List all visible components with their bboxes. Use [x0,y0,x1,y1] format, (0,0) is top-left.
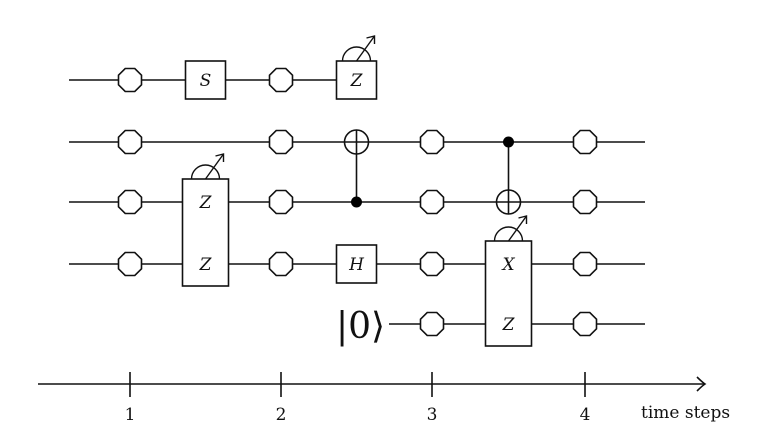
idle-markers [117,67,598,337]
gate-label-z: Z [199,255,213,275]
gate-box [181,178,230,287]
idle-octagon-icon [572,311,598,337]
gate-box [184,60,227,100]
meter-arrowhead-icon [518,215,528,224]
gate-z-q0: Z [335,35,378,100]
idle-octagon-icon [117,129,143,155]
cnot-gate [495,136,522,215]
idle-octagon-icon [268,251,294,277]
gate-label-z: Z [199,193,213,213]
idle-octagon-icon [572,129,598,155]
gate-box [335,60,378,100]
time-axis: time steps 1 2 3 4 [38,372,730,425]
idle-octagon-icon [419,189,445,215]
target-oplus-icon [495,189,522,215]
idle-octagon-icon [268,67,294,93]
meter-arrowhead-icon [366,35,376,44]
meter-needle-icon [507,215,528,242]
ket-zero-label: |0⟩ [336,306,385,347]
meter-arc-icon [341,46,372,62]
idle-octagon-icon [419,129,445,155]
measurement-meter-icon [190,153,225,180]
axis-tick-label-2: 2 [276,405,287,425]
idle-octagon-icon [419,251,445,277]
axis-tick-label-4: 4 [580,405,591,425]
gate-label-x: X [500,255,515,275]
idle-octagon-icon [117,67,143,93]
gate-s-q0: S [184,60,227,100]
idle-octagon-icon [572,189,598,215]
measurement-meter-icon [341,35,376,62]
axis-tick-label-1: 1 [125,405,136,425]
cnot-gate [343,129,370,208]
idle-octagon-icon [117,251,143,277]
gate-box [335,244,378,284]
idle-octagon-icon [268,189,294,215]
gate-label: Z [350,71,364,91]
gate-xz-measurement: XZ [484,215,533,347]
gate-h-q3: H [335,244,378,284]
meter-arc-icon [493,226,524,242]
idle-octagon-icon [419,311,445,337]
control-dot-icon [503,136,514,148]
control-dot-icon [351,196,362,208]
idle-octagon-icon [117,189,143,215]
idle-octagon-icon [268,129,294,155]
idle-octagon-icon [572,251,598,277]
meter-needle-icon [204,153,225,180]
meter-needle-icon [355,35,376,62]
gate-box [484,240,533,347]
meter-arc-icon [190,164,221,180]
ancilla-init: |0⟩ [336,306,385,347]
axis-title: time steps [641,403,730,423]
gate-zz-measurement: ZZ [181,153,230,287]
gate-label-z: Z [502,315,516,335]
meter-arrowhead-icon [215,153,225,162]
gate-label: H [348,255,365,275]
gate-label: S [200,71,212,91]
measurement-meter-icon [493,215,528,242]
axis-arrowhead-icon [696,376,707,392]
axis-tick-label-3: 3 [427,405,438,425]
target-oplus-icon [343,129,370,155]
